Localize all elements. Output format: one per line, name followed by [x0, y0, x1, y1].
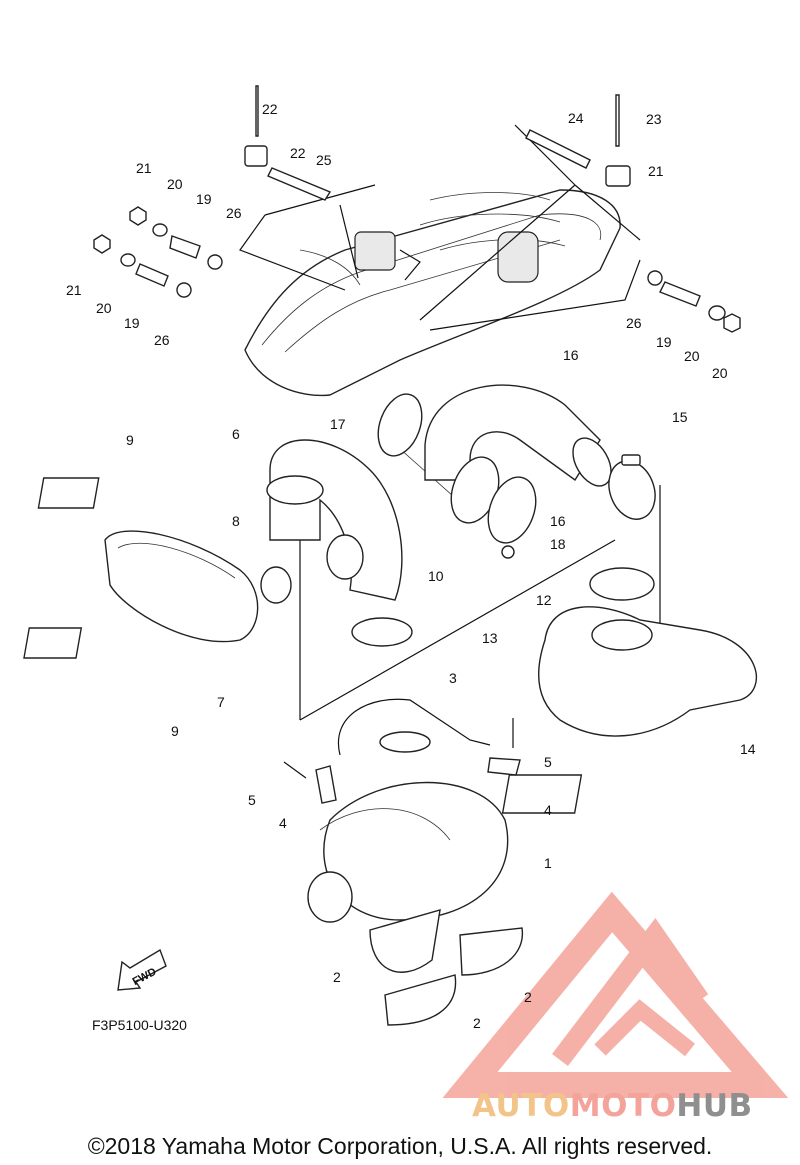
brand-part-moto: MOTO [569, 1088, 677, 1124]
callout-9-bottom: 9 [171, 723, 179, 739]
callout-9-top: 9 [126, 432, 134, 448]
callout-17: 17 [330, 416, 346, 432]
part-3-strap [337, 698, 491, 756]
part-2-pad-a [369, 909, 441, 973]
callout-16: 16 [550, 513, 566, 529]
callout-20-c: 20 [684, 348, 700, 364]
callout-23-left: 22 [262, 101, 278, 117]
part-8-clamp [260, 566, 292, 604]
callout-10: 10 [428, 568, 444, 584]
part-12-tank [538, 606, 757, 737]
part-6-pipe [266, 439, 403, 601]
part-10-clamp [351, 617, 413, 647]
callout-20-a: 20 [167, 176, 183, 192]
callout-2-b: 2 [524, 989, 532, 1005]
fwd-arrow-icon [117, 948, 167, 991]
diagram-code: F3P5100-U320 [92, 1017, 187, 1033]
part-9-pad-top [37, 477, 100, 509]
callout-5-left: 5 [248, 792, 256, 808]
part-15-clamp [608, 454, 656, 520]
brand-part-auto: AUTO [472, 1088, 570, 1124]
part-16-17-flanges [377, 393, 537, 559]
callout-19-c: 19 [656, 334, 672, 350]
callout-19-a: 19 [196, 191, 212, 207]
callout-20-b: 20 [96, 300, 112, 316]
part-11-clamp [589, 567, 655, 601]
part-5-bolt-left [283, 761, 307, 779]
part-2-pad-c [384, 974, 457, 1026]
part-1-muffler [307, 731, 509, 923]
callout-5-right: 5 [544, 754, 552, 770]
callout-21-b: 21 [66, 282, 82, 298]
callout-21-a: 21 [136, 160, 152, 176]
brand-part-hub: HUB [676, 1088, 753, 1124]
part-13-pad [501, 774, 583, 814]
part-7-box [104, 530, 259, 643]
callout-19-b: 19 [124, 315, 140, 331]
callout-26-b: 26 [154, 332, 170, 348]
hardware-left [93, 85, 332, 298]
callout-23-right: 23 [646, 111, 662, 127]
callout-24: 24 [568, 110, 584, 126]
part-2-pad-b [459, 927, 524, 976]
watercraft-hull [244, 189, 621, 397]
part-9-pad-bottom [23, 627, 83, 659]
watermark-logo [442, 891, 789, 1098]
callout-13: 14 [740, 741, 756, 757]
callout-22-left: 22 [290, 145, 306, 161]
callout-14: 16 [563, 347, 579, 363]
callout-25: 25 [316, 152, 332, 168]
callout-11: 12 [536, 592, 552, 608]
part-14-elbow [424, 384, 612, 487]
part-4-bracket-right [487, 757, 521, 776]
callout-4-right: 4 [544, 802, 552, 818]
callout-4-left: 4 [279, 815, 287, 831]
callout-2-a: 2 [333, 969, 341, 985]
callout-8: 8 [232, 513, 240, 529]
watermark-brand: AUTOMOTOHUB [472, 1088, 753, 1124]
callout-1: 1 [544, 855, 552, 871]
callout-22-right: 21 [648, 163, 664, 179]
callout-26-a: 26 [226, 205, 242, 221]
callout-6: 6 [232, 426, 240, 442]
callout-12: 13 [482, 630, 498, 646]
part-4-bracket-left [315, 765, 337, 804]
callout-3: 3 [449, 670, 457, 686]
callout-21-c: 20 [712, 365, 728, 381]
copyright-notice: ©2018 Yamaha Motor Corporation, U.S.A. A… [87, 1133, 713, 1159]
callout-18: 18 [550, 536, 566, 552]
callout-7: 7 [217, 694, 225, 710]
callout-15: 15 [672, 409, 688, 425]
callout-2-c: 2 [473, 1015, 481, 1031]
callout-26-c: 26 [626, 315, 642, 331]
hardware-right [525, 94, 741, 333]
